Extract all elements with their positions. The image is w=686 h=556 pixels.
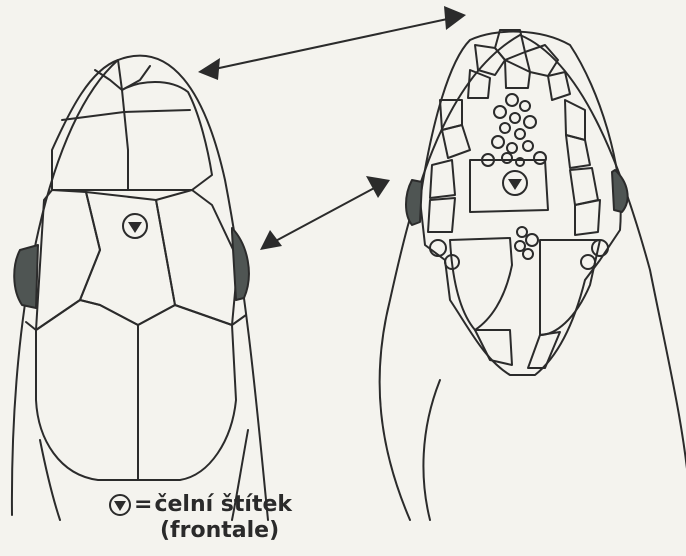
left-head-left-eye: [14, 245, 38, 308]
eye-comparison-arrow: [270, 186, 378, 244]
frontal-scale-marker-icon: [108, 493, 132, 517]
right-head-outline: [380, 35, 686, 520]
left-head-outline: [12, 56, 268, 520]
legend-term: čelní štítek: [154, 492, 292, 518]
legend-line-1: = čelní štítek: [108, 492, 368, 518]
left-head-right-eye: [232, 228, 249, 300]
snout-comparison-arrow: [210, 18, 452, 70]
right-head-left-eye: [406, 180, 422, 225]
legend-equals: =: [134, 492, 152, 518]
legend-latin: (frontale): [108, 518, 368, 544]
left-head-large-scales: [12, 56, 268, 520]
right-head-right-eye: [612, 170, 628, 212]
legend: = čelní štítek (frontale): [108, 492, 368, 544]
right-head-small-scales: [380, 30, 686, 520]
comparison-arrows: [198, 6, 466, 250]
left-frontal-scale: [80, 192, 175, 325]
